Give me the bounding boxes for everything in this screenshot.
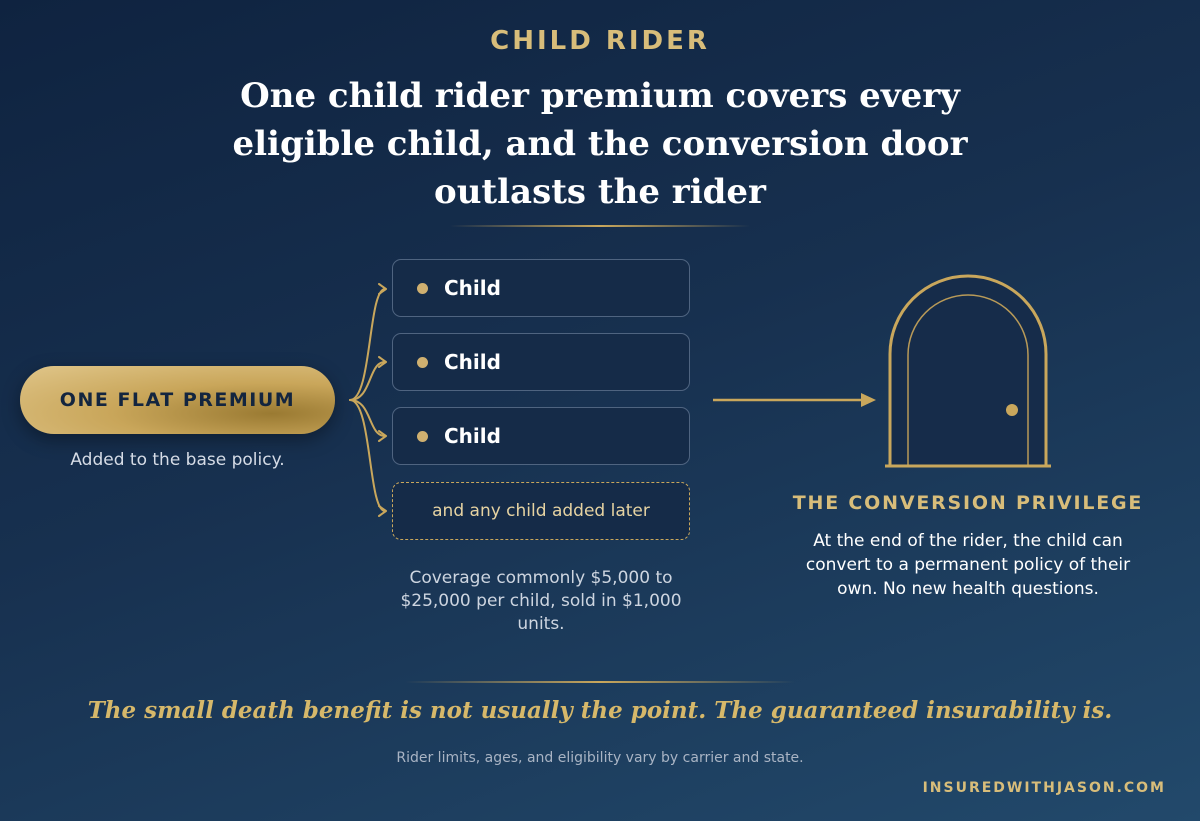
site-credit: INSUREDWITHJASON.COM xyxy=(922,780,1166,796)
coverage-note: Coverage commonly $5,000 to $25,000 per … xyxy=(400,568,682,634)
later-child-box: and any child added later xyxy=(392,482,690,540)
child-label: Child xyxy=(444,350,501,374)
arrow-right-icon xyxy=(713,393,876,407)
disclaimer: Rider limits, ages, and eligibility vary… xyxy=(396,750,804,766)
flat-premium-pill: ONE FLAT PREMIUM xyxy=(20,366,335,434)
conversion-privilege-title: THE CONVERSION PRIVILEGE xyxy=(792,492,1144,514)
child-box: Child xyxy=(392,333,690,391)
bullet-dot-icon xyxy=(417,430,428,442)
bullet-dot-icon xyxy=(417,356,428,368)
flat-premium-label: ONE FLAT PREMIUM xyxy=(59,389,296,411)
child-label: Child xyxy=(444,424,501,448)
arched-door-icon xyxy=(885,274,1051,468)
bottom-divider xyxy=(405,681,795,683)
flat-premium-caption: Added to the base policy. xyxy=(70,450,285,470)
branch-to-later-child xyxy=(349,399,386,512)
later-child-label: and any child added later xyxy=(432,501,650,521)
branch-to-child-3 xyxy=(349,399,386,437)
eyebrow-label: CHILD RIDER xyxy=(490,26,710,56)
child-box: Child xyxy=(392,407,690,465)
tagline: The small death benefit is not usually t… xyxy=(87,697,1113,724)
top-divider xyxy=(450,225,750,227)
conversion-privilege-body: At the end of the rider, the child can c… xyxy=(805,531,1131,599)
bullet-dot-icon xyxy=(417,282,428,294)
child-label: Child xyxy=(444,276,501,300)
child-box: Child xyxy=(392,259,690,317)
headline: One child rider premium covers every eli… xyxy=(232,76,968,212)
branch-to-child-2 xyxy=(349,361,386,401)
